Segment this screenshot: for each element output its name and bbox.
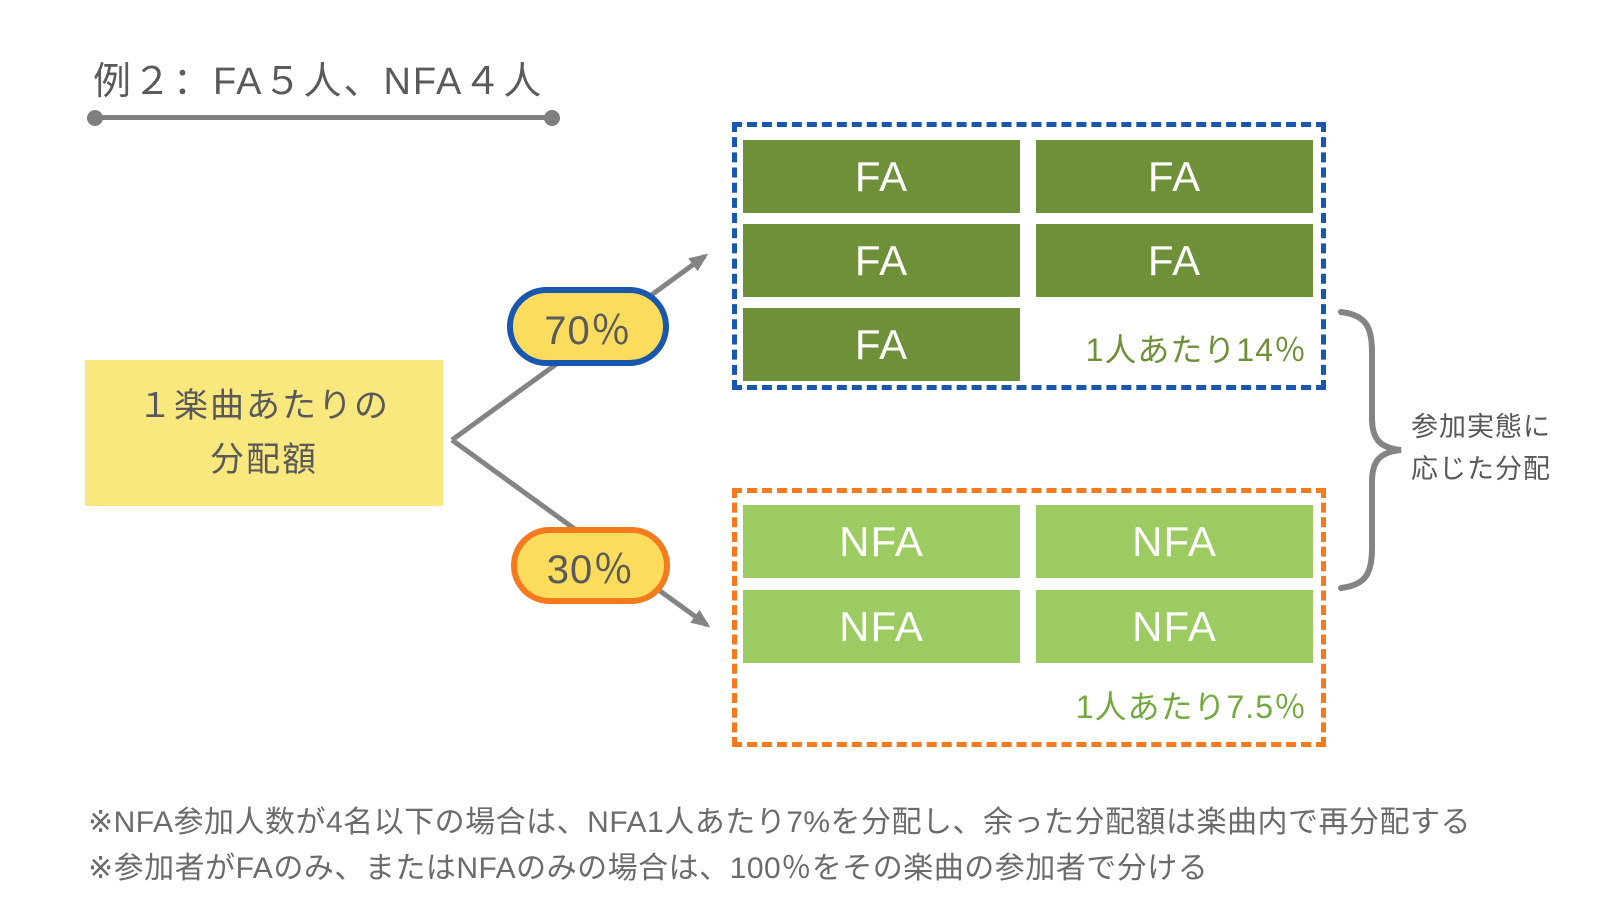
fa-member-box: FA bbox=[1036, 140, 1313, 213]
nfa-member-box: NFA bbox=[743, 590, 1020, 663]
fa-member-box: FA bbox=[1036, 224, 1313, 297]
footnote-1: ※NFA参加人数が4名以下の場合は、NFA1人あたり7%を分配し、余った分配額は… bbox=[88, 806, 1472, 839]
nfa-group-box: NFA NFA NFA NFA 1人あたり7.5％ bbox=[732, 488, 1326, 747]
brace-icon bbox=[1338, 309, 1402, 591]
fa-member-box: FA bbox=[743, 224, 1020, 297]
underline-right-dot bbox=[544, 110, 560, 126]
nfa-per-person-label: 1人あたり7.5％ bbox=[1075, 689, 1307, 725]
source-box: １楽曲あたりの 分配額 bbox=[85, 360, 443, 506]
fa-percent-label: 70％ bbox=[544, 308, 632, 353]
source-line-1: １楽曲あたりの bbox=[138, 386, 390, 425]
page-title: 例２：FA５人、NFA４人 bbox=[93, 61, 544, 103]
brace-note-line-2: 応じた分配 bbox=[1411, 453, 1551, 484]
nfa-percent-label: 30％ bbox=[546, 547, 635, 592]
source-line-2: 分配額 bbox=[210, 441, 318, 479]
nfa-member-box: NFA bbox=[1036, 505, 1313, 578]
fa-per-person-label: 1人あたり14％ bbox=[1085, 332, 1307, 368]
fa-group-box: FA FA FA FA FA 1人あたり14％ bbox=[732, 122, 1326, 390]
nfa-member-box: NFA bbox=[1036, 590, 1313, 663]
fa-member-box: FA bbox=[743, 308, 1020, 381]
brace-note: 参加実態に 応じた分配 bbox=[1411, 407, 1551, 491]
title-underline bbox=[95, 115, 552, 120]
fa-member-box: FA bbox=[743, 140, 1020, 213]
brace-note-line-1: 参加実態に bbox=[1411, 412, 1551, 442]
fa-percent-pill: 70％ bbox=[507, 287, 669, 366]
footnote-2: ※参加者がFAのみ、またはNFAのみの場合は、100％をその楽曲の参加者で分ける bbox=[88, 852, 1209, 885]
underline-left-dot bbox=[87, 110, 103, 126]
nfa-member-box: NFA bbox=[743, 505, 1020, 578]
nfa-percent-pill: 30％ bbox=[511, 527, 670, 604]
